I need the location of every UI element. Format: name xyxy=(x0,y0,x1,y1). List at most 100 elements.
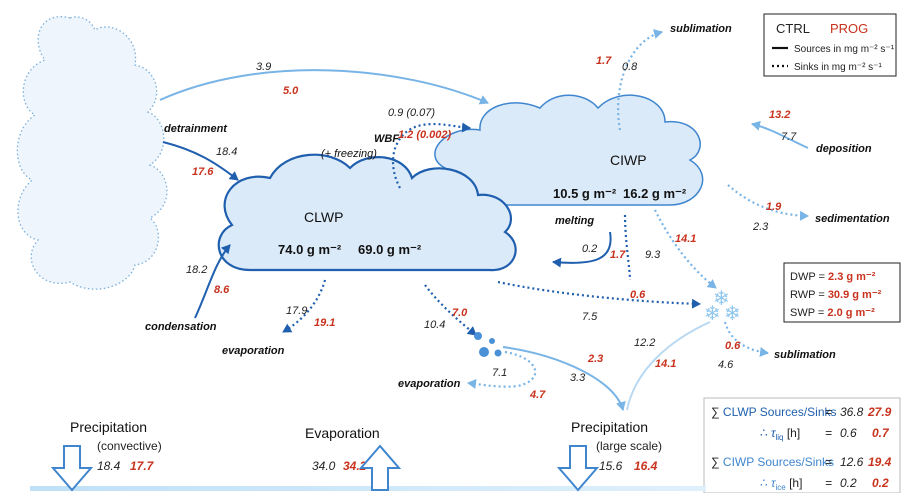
wbf-sub-label: (+ freezing) xyxy=(321,148,377,160)
legend-prog: PROG xyxy=(830,21,868,36)
svg-text:∑ CIWP Sources/Sinks: ∑ CIWP Sources/Sinks xyxy=(711,455,834,469)
ciwp-ctrl-value: 10.5 g m⁻² xyxy=(553,186,617,201)
arrow-evap-left xyxy=(282,279,327,333)
tau-liq-prog: 0.7 xyxy=(872,426,890,440)
legend-ctrl: CTRL xyxy=(776,21,810,36)
clwp-ctrl-value: 74.0 g m⁻² xyxy=(278,242,342,257)
flow-snow-precip-prog: 14.1 xyxy=(655,358,676,370)
rwp-label: RWP = xyxy=(790,289,828,301)
ciwp-cloud xyxy=(434,94,704,206)
evaporation-title: Evaporation xyxy=(305,425,380,441)
arrow-down-convective-icon xyxy=(50,445,94,492)
precip-ls-sub: (large scale) xyxy=(596,439,662,453)
flow-clwp-snow-prog: 0.6 xyxy=(630,289,646,301)
legend-sources: Sources in mg m⁻² s⁻¹ xyxy=(794,44,895,55)
precip-conv-title: Precipitation xyxy=(70,419,147,435)
flow-ciwp-snow-ctrl: 9.3 xyxy=(645,249,661,261)
clwp-budget-eq: = xyxy=(825,405,832,419)
tau-ice-therefore: ∴ xyxy=(760,476,768,490)
condensation-label: condensation xyxy=(145,321,217,333)
melting-label: melting xyxy=(555,215,594,227)
rwp-value: 30.9 g m⁻² xyxy=(828,289,882,301)
flow-clwp-rain-ctrl: 10.4 xyxy=(424,319,445,331)
evaporation-left-label: evaporation xyxy=(222,345,285,357)
svg-text:∴ τice [h]: ∴ τice [h] xyxy=(760,476,802,493)
precip-conv-prog: 17.7 xyxy=(130,459,155,473)
clwp-name: CLWP xyxy=(304,209,343,225)
ciwp-budget-prog: 19.4 xyxy=(868,455,892,469)
tau-liq-unit: [h] xyxy=(787,426,800,440)
svg-text:=: = xyxy=(825,426,832,440)
precip-ls-prog: 16.4 xyxy=(634,459,658,473)
ciwp-budget-label: CIWP Sources/Sinks xyxy=(723,455,834,469)
precip-ls-ctrl: 15.6 xyxy=(599,459,623,473)
flow-rain-evap-ctrl: 7.1 xyxy=(492,367,507,379)
svg-text:∴ τliq [h]: ∴ τliq [h] xyxy=(760,426,800,443)
flow-wbf-prog: 1.2 (0.002) xyxy=(398,129,452,141)
svg-text:❄: ❄ xyxy=(724,303,741,325)
flow-deposition-ctrl: 7.7 xyxy=(781,131,797,143)
precip-conv-sub: (convective) xyxy=(97,439,162,453)
flow-rain-precip-prog: 2.3 xyxy=(587,353,603,365)
svg-text:SWP = 2.0 g m⁻²: SWP = 2.0 g m⁻² xyxy=(790,307,875,319)
svg-text:=: = xyxy=(825,476,832,490)
flow-detrain-clwp-ctrl: 18.4 xyxy=(216,146,237,158)
tau-ice-eq: = xyxy=(825,476,832,490)
arrow-snow-precip xyxy=(626,321,711,411)
flow-sublim-top-prog: 1.7 xyxy=(596,55,612,67)
flow-sublim-top-ctrl: 0.8 xyxy=(622,61,638,73)
sedimentation-label: sedimentation xyxy=(815,213,890,225)
flow-ciwp-snow-prog: 14.1 xyxy=(675,233,696,245)
arrow-wbf xyxy=(391,122,471,189)
svg-text:∑ CLWP Sources/Sinks: ∑ CLWP Sources/Sinks xyxy=(711,405,837,419)
detrainment-label: detrainment xyxy=(164,123,228,135)
clwp-budget-prog: 27.9 xyxy=(867,405,892,419)
flow-snow-precip-ctrl: 12.2 xyxy=(634,337,655,349)
legend-sinks: Sinks in mg m⁻² s⁻¹ xyxy=(794,62,882,73)
sublimation-top-label: sublimation xyxy=(670,23,732,35)
tau-liq-eq: = xyxy=(825,426,832,440)
evaporation-mid-label: evaporation xyxy=(398,378,461,390)
arrow-clwp-rain xyxy=(424,284,477,336)
swp-value: 2.0 g m⁻² xyxy=(827,307,875,319)
flow-melting-ctrl: 0.2 xyxy=(582,243,597,255)
arrow-deposition xyxy=(751,120,809,149)
flow-snow-sublim-ctrl: 4.6 xyxy=(718,359,734,371)
flow-sedimentation-ctrl: 2.3 xyxy=(752,221,769,233)
arrow-sedimentation xyxy=(727,184,809,221)
snowflakes-icon: ❄ ❄ ❄ xyxy=(704,288,741,325)
swp-label: SWP = xyxy=(790,307,827,319)
flow-detrain-ciwp-ctrl: 3.9 xyxy=(256,61,271,73)
tau-ice-ctrl: 0.2 xyxy=(840,476,857,490)
svg-text:=: = xyxy=(825,405,832,419)
arrow-rain-precip xyxy=(502,346,626,411)
svg-text:=: = xyxy=(825,455,832,469)
sublimation-right-label: sublimation xyxy=(774,349,836,361)
precip-conv-ctrl: 18.4 xyxy=(97,459,121,473)
arrow-melting xyxy=(552,231,612,268)
deposition-label: deposition xyxy=(816,143,872,155)
rain-drops-icon xyxy=(474,332,502,357)
arrow-detrain-clwp xyxy=(162,141,239,181)
svg-text:RWP = 30.9 g m⁻²: RWP = 30.9 g m⁻² xyxy=(790,289,882,301)
arrow-condensation xyxy=(194,244,231,319)
ciwp-prog-value: 16.2 g m⁻² xyxy=(623,186,687,201)
flow-clwp-snow-ctrl: 7.5 xyxy=(582,311,598,323)
clwp-budget-ctrl: 36.8 xyxy=(840,405,864,419)
flow-rain-evap-prog: 4.7 xyxy=(529,389,546,401)
ciwp-name: CIWP xyxy=(610,152,647,168)
flow-evap-left-prog: 19.1 xyxy=(314,317,335,329)
water-path-box: DWP = 2.3 g m⁻² RWP = 30.9 g m⁻² SWP = 2… xyxy=(783,262,901,323)
dwp-label: DWP = xyxy=(790,271,828,283)
tau-liq-therefore: ∴ xyxy=(760,426,768,440)
evaporation-prog: 34.2 xyxy=(343,459,367,473)
flow-snow-sublim-prog: 0.6 xyxy=(725,340,741,352)
arrow-ciwp-snow-dark xyxy=(623,214,632,281)
precip-ls-title: Precipitation xyxy=(571,419,648,435)
svg-text:❄: ❄ xyxy=(713,288,730,310)
wbf-label: WBF xyxy=(374,133,399,145)
svg-text:❄: ❄ xyxy=(704,303,721,325)
tau-ice-prog: 0.2 xyxy=(872,476,889,490)
tau-ice-symbol: τ xyxy=(771,476,777,490)
tau-liq-sub: liq xyxy=(775,433,783,442)
